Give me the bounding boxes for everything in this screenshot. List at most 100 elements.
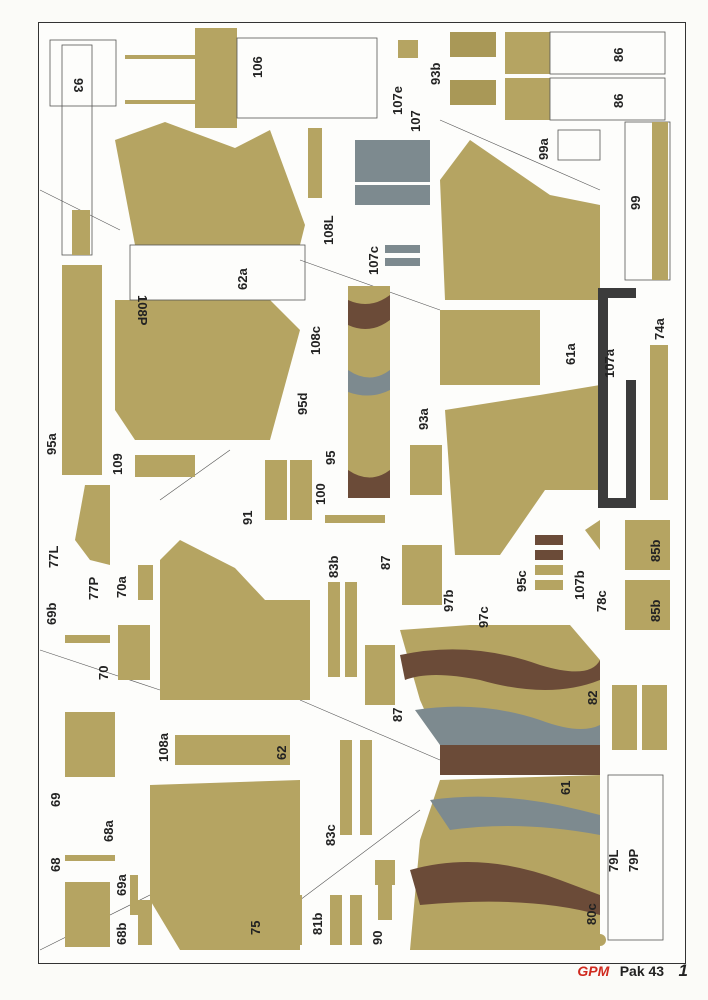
part-93a xyxy=(410,445,442,495)
part-68a xyxy=(65,855,115,861)
part-85b-b xyxy=(625,580,670,630)
label-61: 61 xyxy=(558,781,573,795)
part-93 xyxy=(49,39,117,256)
label-85b-a: 85b xyxy=(648,540,663,562)
label-93b: 93b xyxy=(428,63,443,85)
part-68b xyxy=(138,900,152,945)
label-108c: 108c xyxy=(308,326,323,355)
label-69b: 69b xyxy=(44,603,59,625)
label-107: 107 xyxy=(408,110,423,132)
part-middle-panel xyxy=(150,540,310,950)
label-99: 99 xyxy=(628,196,643,210)
label-78c: 78c xyxy=(594,590,609,612)
part-70 xyxy=(118,625,150,680)
label-85b-b: 85b xyxy=(648,600,663,622)
label-81b: 81b xyxy=(310,913,325,935)
part-90 xyxy=(375,860,395,920)
part-69 xyxy=(65,712,115,777)
label-83c: 83c xyxy=(323,824,338,846)
label-109: 109 xyxy=(110,453,125,475)
label-95c: 95c xyxy=(514,570,529,592)
label-107e: 107e xyxy=(390,86,405,115)
label-68b: 68b xyxy=(114,923,129,945)
part-77 xyxy=(75,485,110,565)
part-95 xyxy=(348,286,390,498)
label-100: 100 xyxy=(313,483,328,505)
label-99a: 99a xyxy=(536,138,551,160)
label-93: 93 xyxy=(71,78,86,92)
label-74a: 74a xyxy=(652,318,667,340)
label-69: 69 xyxy=(48,793,63,807)
label-70a: 70a xyxy=(114,576,129,598)
part-75 xyxy=(270,895,302,945)
part-99a xyxy=(557,129,601,161)
part-70a xyxy=(138,565,153,600)
label-82: 82 xyxy=(585,691,600,705)
label-68: 68 xyxy=(48,858,63,872)
part-83c xyxy=(340,740,372,835)
part-99 xyxy=(624,121,671,281)
label-108L: 108L xyxy=(321,215,336,245)
publisher-logo: GPM xyxy=(577,963,610,979)
part-95c xyxy=(535,535,563,590)
label-97c: 97c xyxy=(476,606,491,628)
label-93a: 93a xyxy=(416,408,431,430)
label-95: 95 xyxy=(323,451,338,465)
part-106 xyxy=(125,28,378,128)
part-107e xyxy=(398,40,418,58)
part-107a xyxy=(598,288,636,508)
label-90: 90 xyxy=(370,931,385,945)
page-footer: GPM Pak 43 1 xyxy=(577,961,688,981)
label-61a: 61a xyxy=(563,343,578,365)
part-61-camo xyxy=(400,625,600,950)
part-87-b xyxy=(365,645,395,705)
part-74a xyxy=(650,345,668,500)
part-upper-left-panel xyxy=(115,122,306,440)
label-75: 75 xyxy=(248,921,263,935)
label-86a: 86 xyxy=(611,48,626,62)
label-79P: 79P xyxy=(626,849,641,872)
label-83b: 83b xyxy=(326,556,341,578)
part-upper-right-panel xyxy=(440,140,600,555)
label-77P: 77P xyxy=(86,577,101,600)
part-81b xyxy=(330,895,362,945)
label-108a: 108a xyxy=(156,732,171,762)
label-97b: 97b xyxy=(441,590,456,612)
label-95a: 95a xyxy=(44,433,59,455)
part-82 xyxy=(612,685,667,750)
label-62: 62 xyxy=(274,746,289,760)
part-91 xyxy=(265,460,312,520)
label-77L: 77L xyxy=(46,546,61,568)
label-68a: 68a xyxy=(101,820,116,842)
label-106: 106 xyxy=(250,56,265,78)
model-name: Pak 43 xyxy=(619,963,665,979)
part-68 xyxy=(65,882,110,947)
part-69a xyxy=(130,875,138,915)
part-83b xyxy=(328,582,357,677)
part-107-pieces xyxy=(355,140,430,266)
label-79L: 79L xyxy=(606,850,621,872)
label-91: 91 xyxy=(240,511,255,525)
part-80c xyxy=(579,934,606,946)
part-69b xyxy=(65,635,110,643)
part-87-a xyxy=(402,545,442,605)
part-107b xyxy=(585,520,600,550)
label-86b: 86 xyxy=(611,94,626,108)
label-70: 70 xyxy=(96,666,111,680)
label-87b: 87 xyxy=(390,708,405,722)
label-107a: 107a xyxy=(602,348,617,378)
part-100 xyxy=(325,515,385,523)
page-number: 1 xyxy=(678,961,688,980)
label-87a: 87 xyxy=(378,556,393,570)
part-79 xyxy=(607,774,664,941)
part-109 xyxy=(135,455,195,477)
part-86 xyxy=(505,31,666,121)
part-85b-a xyxy=(625,520,670,570)
label-108P: 108P xyxy=(135,295,150,326)
part-95a xyxy=(62,265,102,475)
label-95d: 95d xyxy=(295,393,310,415)
label-69a: 69a xyxy=(114,874,129,896)
label-107b: 107b xyxy=(572,570,587,600)
label-107c: 107c xyxy=(366,246,381,275)
